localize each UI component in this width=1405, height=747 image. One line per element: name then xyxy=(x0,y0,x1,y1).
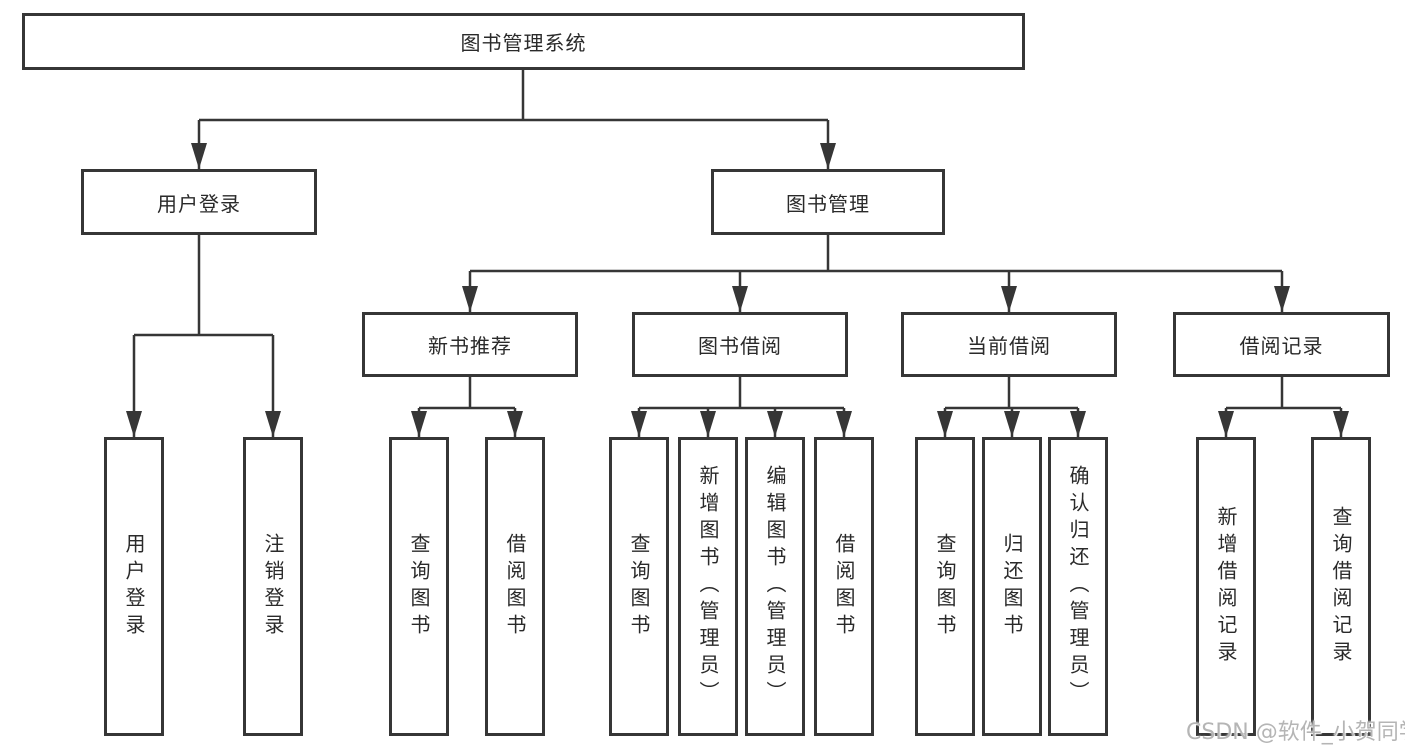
leaf-query-books-borrowing: 查询图书 xyxy=(609,437,669,736)
arrowhead-down-icon xyxy=(767,411,783,437)
leaf-user-login: 用户登录 xyxy=(104,437,164,736)
leaf-label: 归还图书 xyxy=(1000,532,1024,641)
csdn-watermark: CSDN @软件_小贺同学 xyxy=(1186,720,1405,745)
leaf-label: 借阅图书 xyxy=(832,532,856,641)
node-current-borrowing: 当前借阅 xyxy=(901,312,1117,377)
arrowhead-down-icon xyxy=(820,143,836,169)
leaf-label: 查询借阅记录 xyxy=(1329,505,1353,668)
leaf-query-borrow-record: 查询借阅记录 xyxy=(1311,437,1371,736)
arrowhead-down-icon xyxy=(265,411,281,437)
arrowhead-down-icon xyxy=(191,143,207,169)
arrowhead-down-icon xyxy=(507,411,523,437)
arrowhead-down-icon xyxy=(126,411,142,437)
leaf-add-borrow-record: 新增借阅记录 xyxy=(1196,437,1256,736)
leaf-label: 新增借阅记录 xyxy=(1214,505,1238,668)
leaf-logout: 注销登录 xyxy=(243,437,303,736)
arrowhead-down-icon xyxy=(937,411,953,437)
leaf-add-book-admin: 新增图书（管理员） xyxy=(678,437,738,736)
connector-lines xyxy=(132,70,1343,437)
leaf-label: 借阅图书 xyxy=(503,532,527,641)
leaf-return-book: 归还图书 xyxy=(982,437,1042,736)
node-label: 图书管理系统 xyxy=(460,31,587,55)
arrowhead-down-icon xyxy=(1001,286,1017,312)
leaf-label: 查询图书 xyxy=(933,532,957,641)
leaf-edit-book-admin: 编辑图书（管理员） xyxy=(745,437,805,736)
leaf-query-books-recommend: 查询图书 xyxy=(389,437,449,736)
leaf-label: 确认归还（管理员） xyxy=(1066,465,1090,708)
node-book-borrowing: 图书借阅 xyxy=(632,312,848,377)
leaf-borrow-books-borrowing: 借阅图书 xyxy=(814,437,874,736)
node-borrowing-records: 借阅记录 xyxy=(1173,312,1390,377)
arrowhead-down-icon xyxy=(700,411,716,437)
node-library-management-system: 图书管理系统 xyxy=(22,13,1025,70)
leaf-label: 编辑图书（管理员） xyxy=(763,465,787,708)
leaf-query-books-current: 查询图书 xyxy=(915,437,975,736)
leaf-confirm-return-admin: 确认归还（管理员） xyxy=(1048,437,1108,736)
arrowhead-down-icon xyxy=(1004,411,1020,437)
arrowhead-down-icon xyxy=(836,411,852,437)
arrowhead-down-icon xyxy=(631,411,647,437)
leaf-label: 注销登录 xyxy=(261,532,285,641)
arrowhead-down-icon xyxy=(1333,411,1349,437)
node-label: 图书借阅 xyxy=(698,334,782,358)
node-label: 借阅记录 xyxy=(1239,334,1324,358)
arrowhead-down-icon xyxy=(1274,286,1290,312)
node-label: 当前借阅 xyxy=(967,334,1051,358)
arrowhead-down-icon xyxy=(1218,411,1234,437)
leaf-label: 查询图书 xyxy=(627,532,651,641)
arrowheads xyxy=(126,143,1349,437)
arrowhead-down-icon xyxy=(411,411,427,437)
node-new-book-recommendation: 新书推荐 xyxy=(362,312,578,377)
node-label: 新书推荐 xyxy=(428,334,512,358)
leaf-label: 新增图书（管理员） xyxy=(696,465,720,708)
arrowhead-down-icon xyxy=(462,286,478,312)
node-book-management-branch: 图书管理 xyxy=(711,169,945,235)
node-label: 图书管理 xyxy=(786,191,870,216)
leaf-label: 查询图书 xyxy=(407,532,431,641)
leaf-borrow-books-recommend: 借阅图书 xyxy=(485,437,545,736)
leaf-label: 用户登录 xyxy=(122,532,146,641)
arrowhead-down-icon xyxy=(732,286,748,312)
arrowhead-down-icon xyxy=(1070,411,1086,437)
node-label: 用户登录 xyxy=(157,191,241,216)
node-user-login-branch: 用户登录 xyxy=(81,169,317,235)
